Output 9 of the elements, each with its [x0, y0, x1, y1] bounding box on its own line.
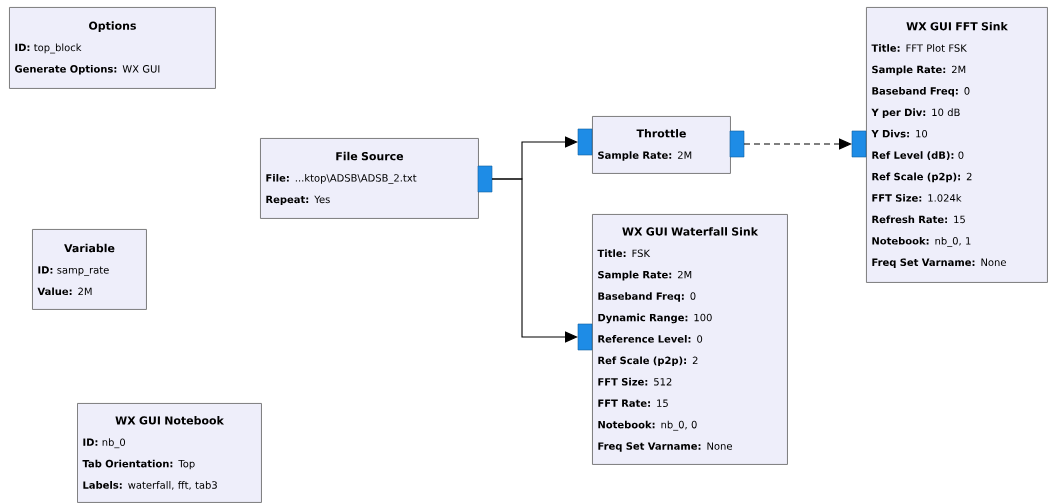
block-box: Variable ID: samp_rate Value: 2M — [32, 229, 147, 310]
block-box: WX GUI Waterfall Sink Title: FSK Sample Rate: 2M Baseband Freq: 0 Dynamic Range: 100 Reference Level: 0 Ref Scale (p2p): 2 FFT Size: 512 FFT Rate: 15 Notebook: nb_0, 0 Freq Set Varname: None — [577, 214, 788, 465]
arrow — [743, 138, 852, 150]
arrow — [491, 178, 578, 343]
block-box: WX GUI Notebook ID: nb_0 Tab Orientation: Top Labels: waterfall, fft, tab3 — [77, 403, 262, 503]
block-box: File Source File: ...ktop\ADSB\ADSB_2.txt Repeat: Yes — [260, 138, 493, 219]
block-box: WX GUI FFT Sink Title: FFT Plot FSK Sample Rate: 2M Baseband Freq: 0 Y per Div: 10 dB Y Divs: 10 Ref Level (dB): 0 Ref Scale (p2p): 2 FFT Size: 1.024k Refresh Rate: 15 Notebook: nb_0, 1 Freq Set Varname: None — [851, 7, 1048, 283]
block-box: Options ID: top_block Generate Options: WX GUI — [9, 7, 216, 89]
block-box: Throttle Sample Rate: 2M — [577, 116, 745, 174]
